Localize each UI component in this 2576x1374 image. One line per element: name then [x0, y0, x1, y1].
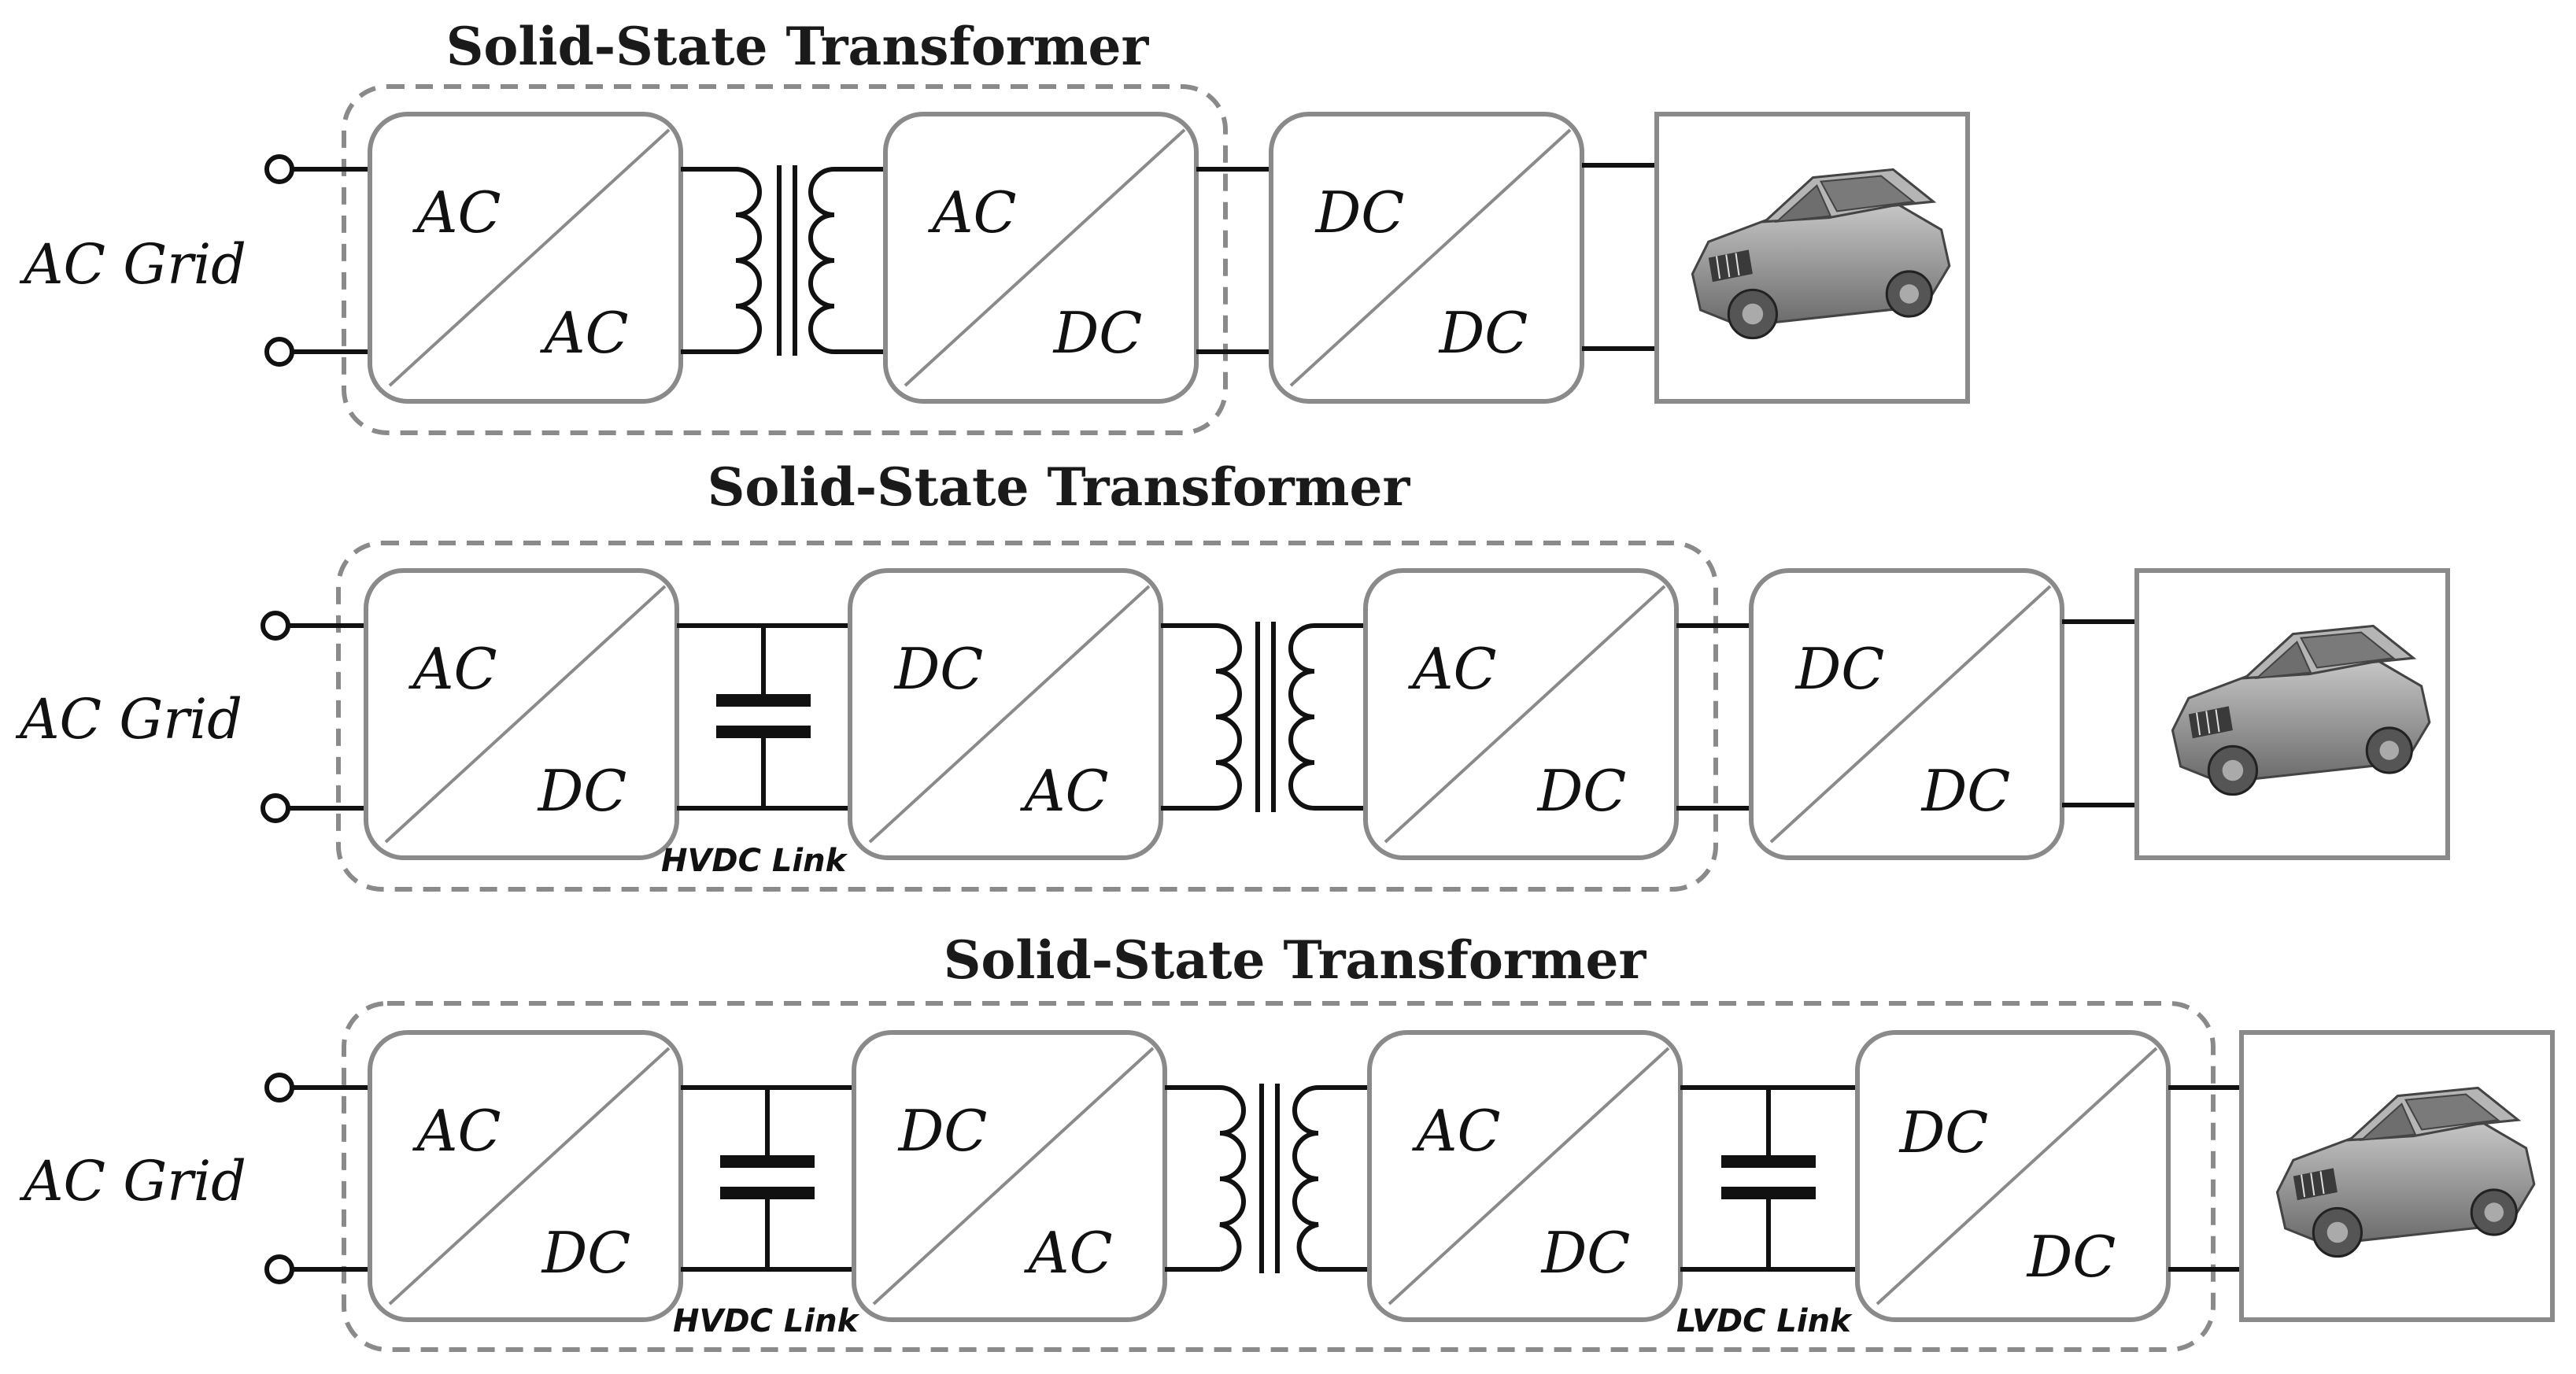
svg-text:AC: AC: [412, 179, 501, 246]
diagram-title: Solid-State Transformer: [446, 16, 1150, 77]
sst-boundary: [336, 541, 1718, 892]
sst-boundary: [342, 1001, 2216, 1352]
sst-boundary: [342, 84, 1228, 435]
diagram-1: Solid-State Transformer AC Grid AC AC: [19, 16, 1970, 435]
converter-block: AC DC: [1367, 1030, 1683, 1322]
svg-text:AC: AC: [927, 179, 1016, 246]
svg-text:DC: DC: [1540, 1220, 1631, 1286]
svg-text:DC: DC: [897, 1098, 988, 1164]
svg-text:DC: DC: [1920, 758, 2011, 824]
car-icon: [1654, 112, 1970, 404]
converter-block: AC AC: [368, 112, 683, 404]
lvdc-link-label: LVDC Link: [1676, 1303, 1853, 1339]
converter-block: DC AC: [848, 568, 1163, 860]
svg-text:DC: DC: [1314, 179, 1405, 246]
ac-grid-label: AC Grid: [19, 1149, 246, 1213]
svg-text:AC: AC: [1019, 758, 1108, 824]
diagram-title: Solid-State Transformer: [944, 929, 1647, 991]
svg-text:DC: DC: [2026, 1224, 2116, 1290]
grid-terminals: [264, 1073, 370, 1284]
svg-text:AC: AC: [1023, 1220, 1112, 1286]
capacitor-symbol: [1680, 1085, 1857, 1272]
svg-text:DC: DC: [1438, 300, 1528, 366]
hvdc-link-label: HVDC Link: [661, 843, 848, 879]
converter-block: AC DC: [364, 568, 679, 860]
svg-text:DC: DC: [893, 636, 984, 702]
transformer-symbol: [681, 165, 885, 356]
svg-text:DC: DC: [541, 1220, 631, 1286]
converter-block: DC DC: [1749, 568, 2064, 860]
car-icon: [2134, 568, 2450, 860]
svg-text:DC: DC: [537, 758, 627, 824]
diagram-3: Solid-State Transformer AC Grid AC DC HV…: [19, 929, 2555, 1352]
hvdc-link-label: HVDC Link: [673, 1303, 860, 1339]
svg-text:AC: AC: [539, 300, 628, 366]
svg-text:AC: AC: [408, 636, 497, 702]
transformer-symbol: [1165, 1084, 1369, 1273]
capacitor-symbol: [677, 623, 850, 811]
converter-block: AC DC: [368, 1030, 683, 1322]
svg-text:AC: AC: [1407, 636, 1496, 702]
capacitor-symbol: [681, 1085, 854, 1272]
grid-terminals: [261, 611, 366, 823]
svg-text:DC: DC: [1794, 636, 1885, 702]
converter-block: DC DC: [1855, 1030, 2171, 1322]
transformer-symbol: [1161, 622, 1366, 812]
grid-terminals: [264, 154, 370, 367]
converter-block: AC DC: [883, 112, 1199, 404]
svg-text:DC: DC: [1052, 300, 1143, 366]
converter-block: DC DC: [1269, 112, 1584, 404]
svg-text:AC: AC: [1411, 1098, 1500, 1164]
diagram-title: Solid-State Transformer: [708, 456, 1411, 518]
converter-block: DC AC: [852, 1030, 1167, 1322]
svg-text:DC: DC: [1898, 1099, 1989, 1165]
ac-grid-label: AC Grid: [19, 232, 246, 297]
ac-grid-label: AC Grid: [15, 687, 242, 752]
svg-text:AC: AC: [412, 1098, 501, 1164]
converter-block: AC DC: [1363, 568, 1679, 860]
svg-text:DC: DC: [1536, 758, 1627, 824]
car-icon: [2239, 1030, 2555, 1322]
diagram-2: Solid-State Transformer AC Grid AC DC HV…: [15, 456, 2450, 892]
